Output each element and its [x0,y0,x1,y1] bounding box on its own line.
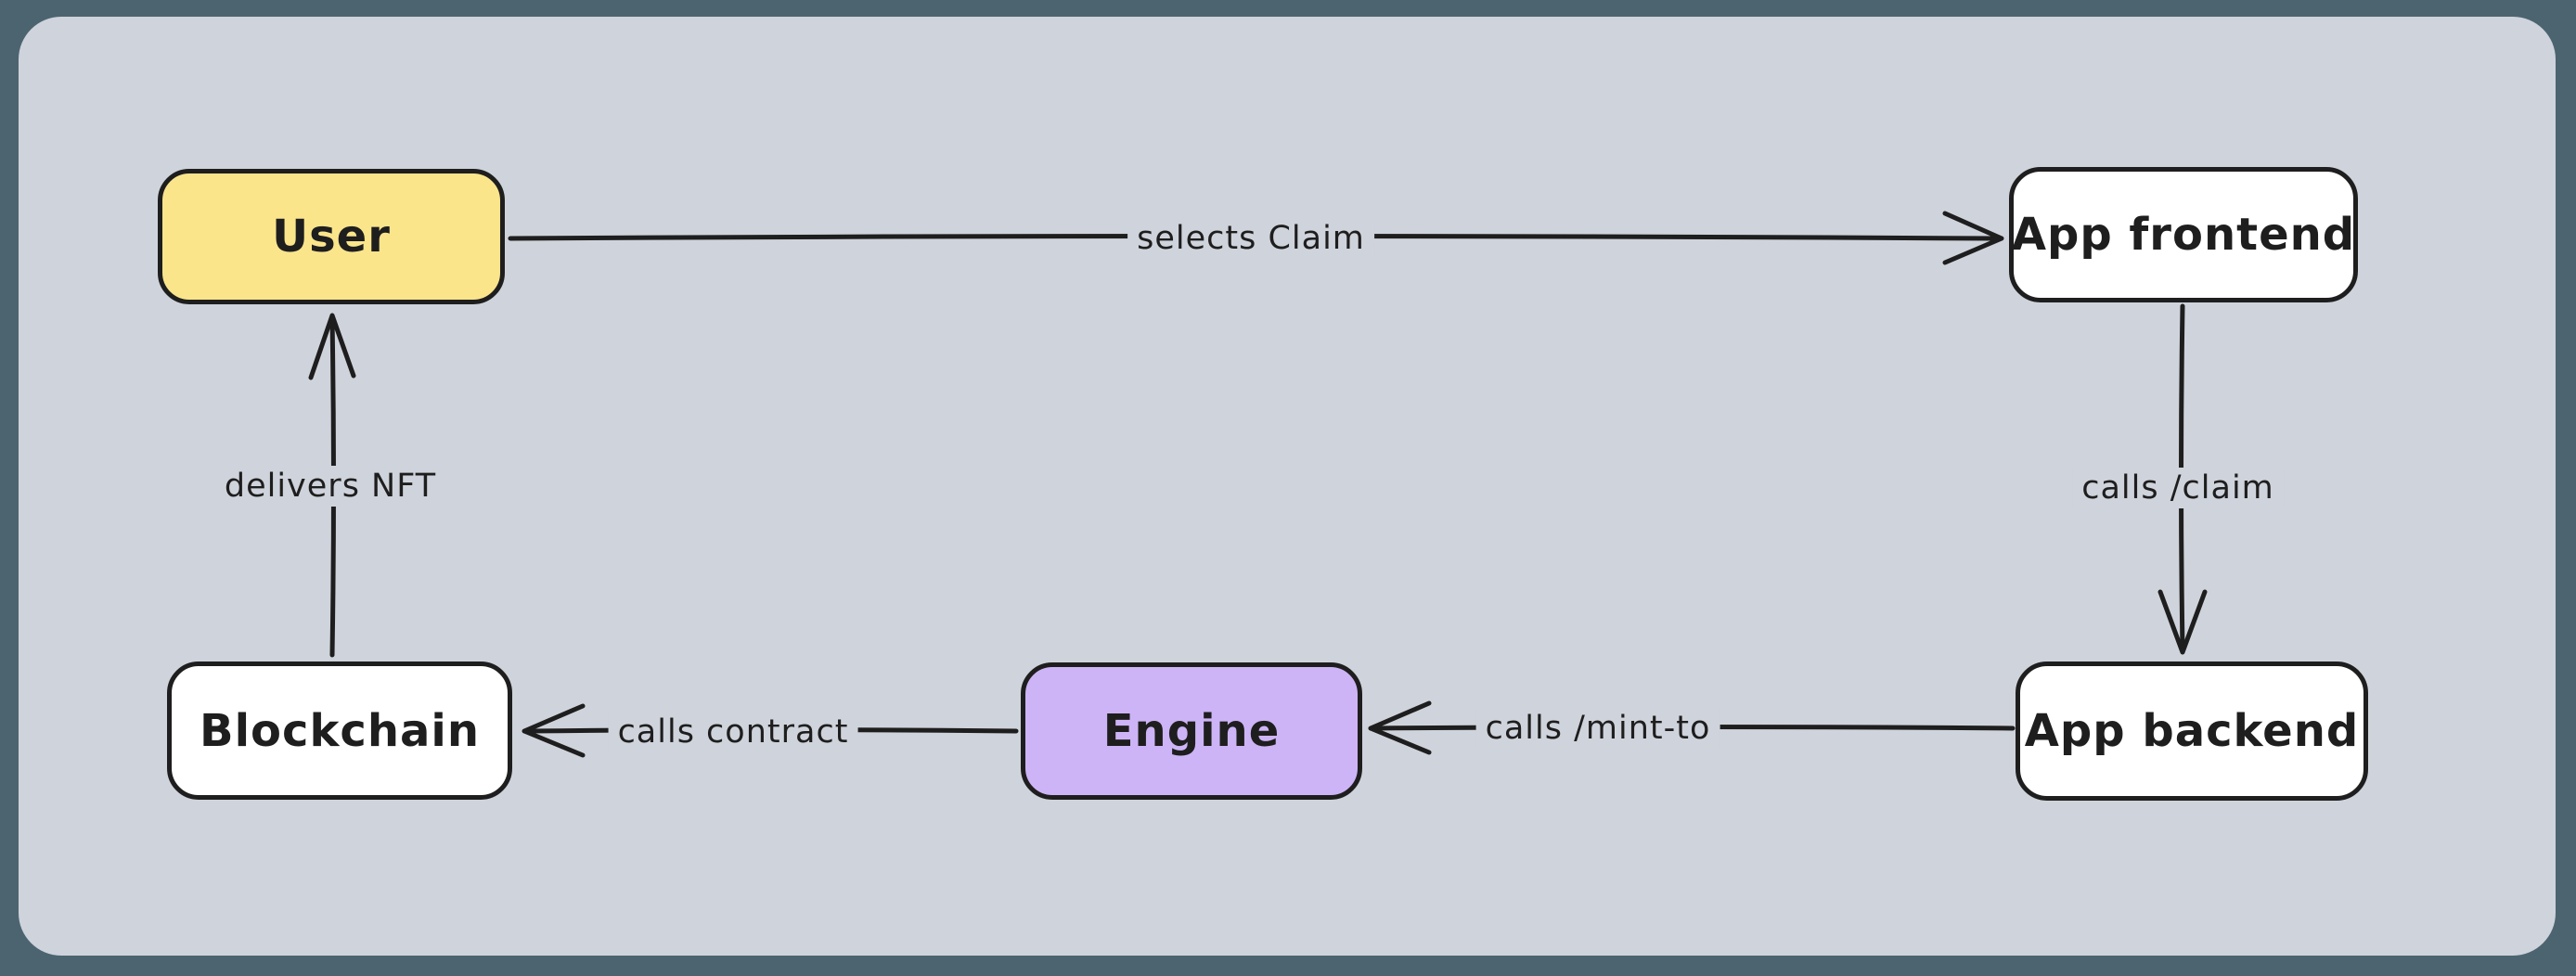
node-app-backend: App backend [2016,661,2368,801]
node-user-label: User [272,211,391,263]
edge-label-calls-mint-to: calls /mint-to [1475,708,1720,749]
node-app-frontend: App frontend [2009,167,2358,302]
edge-label-selects-claim: selects Claim [1127,218,1374,259]
node-app-backend-label: App backend [2024,705,2360,757]
node-blockchain-label: Blockchain [199,704,481,757]
node-engine-label: Engine [1102,705,1281,757]
edge-label-calls-contract: calls contract [608,712,858,752]
node-engine: Engine [1021,662,1362,800]
node-blockchain: Blockchain [167,661,512,800]
edge-label-delivers-nft: delivers NFT [214,466,446,507]
node-app-frontend-label: App frontend [2011,209,2356,261]
edge-label-calls-claim: calls /claim [2072,468,2284,508]
node-user: User [158,169,505,304]
